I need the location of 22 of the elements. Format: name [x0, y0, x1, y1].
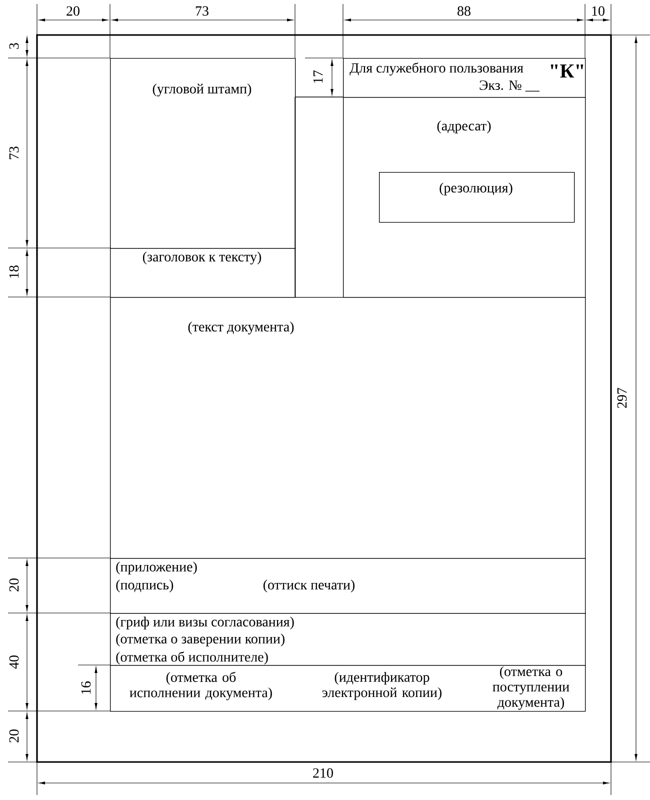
- dimension-label: 20: [9, 578, 19, 592]
- approval-area: (гриф или визы согласования) (отметка о заверении копии) (отметка об исполнителе): [110, 613, 586, 666]
- heading-area: (заголовок к тексту): [110, 248, 296, 298]
- dimension-label: 73: [196, 6, 208, 16]
- text-area: (текст документа): [110, 297, 586, 559]
- dimension-label: 40: [9, 656, 19, 669]
- dimension-label: 16: [81, 681, 91, 694]
- footer-area: (отметка об исполнении документа) (идентификатор электронной копии) (отметка о поступлении документа): [110, 665, 586, 712]
- dimension-label: 88: [458, 6, 470, 16]
- dimension-label: 20: [9, 730, 19, 742]
- restriction-area: Для служебного пользования "К" Экз. № __: [343, 58, 586, 98]
- dimension-label: 17: [313, 70, 323, 83]
- dimension-label: 10: [592, 6, 604, 16]
- stamp-area: (угловой штамп): [110, 58, 296, 249]
- resolution-box: (резолюция): [379, 172, 575, 223]
- signature-area: (приложение) (подпись) (оттиск печати): [110, 558, 586, 614]
- dimension-label: 3: [9, 43, 19, 49]
- dimension-label: 73: [9, 146, 19, 160]
- dimension-label: 210: [313, 768, 333, 778]
- dimension-label: 297: [617, 388, 627, 408]
- dimension-label: 20: [66, 6, 80, 16]
- dimension-label: 18: [9, 266, 19, 278]
